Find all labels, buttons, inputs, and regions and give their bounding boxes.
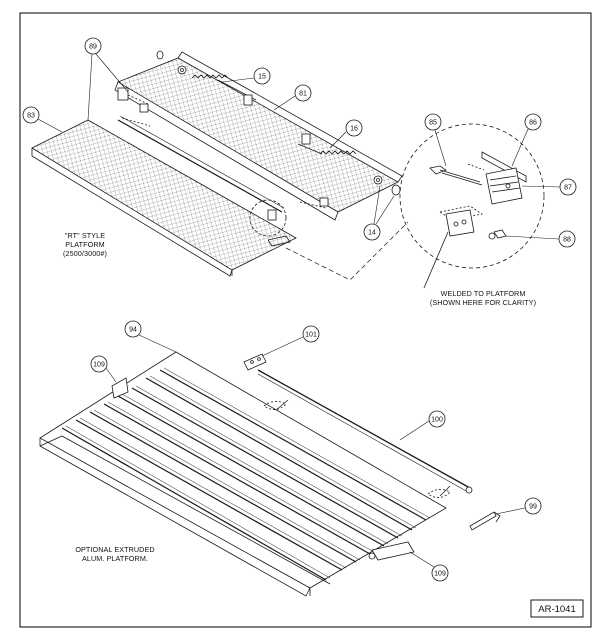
extruded-platform-94 — [39, 351, 447, 589]
pin-99 — [469, 511, 497, 531]
svg-text:15: 15 — [258, 74, 266, 81]
torsion-spring-15 — [191, 74, 229, 79]
callout-88: 88 — [505, 230, 576, 248]
note-welded: WELDED TO PLATFORM (SHOWN HERE FOR CLARI… — [430, 289, 536, 307]
callout-100: 100 — [399, 410, 446, 441]
svg-text:ALUM. PLATFORM.: ALUM. PLATFORM. — [82, 554, 148, 563]
note-rt-platform: "RT" STYLE PLATFORM (2500/3000#) — [63, 231, 107, 258]
callout-99: 99 — [495, 497, 542, 515]
sheet-border — [19, 12, 592, 628]
callout-109-lower: 109 — [409, 551, 449, 582]
svg-text:87: 87 — [564, 185, 572, 192]
callout-101: 101 — [261, 325, 320, 357]
svg-text:109: 109 — [93, 362, 105, 369]
svg-text:14: 14 — [368, 230, 376, 237]
callout-85: 85 — [424, 113, 447, 167]
rt-platform-assembly — [31, 50, 403, 277]
svg-text:89: 89 — [89, 44, 97, 51]
detail-circle-small — [249, 199, 287, 237]
callout-16: 16 — [329, 119, 363, 149]
torsion-spring-16 — [319, 150, 357, 155]
detail-leader — [285, 221, 409, 281]
note-optional-platform: OPTIONAL EXTRUDED ALUM. PLATFORM. — [75, 545, 154, 563]
extruded-platform-assembly — [39, 351, 501, 597]
callout-81: 81 — [273, 84, 312, 111]
svg-text:OPTIONAL EXTRUDED: OPTIONAL EXTRUDED — [75, 545, 154, 554]
callout-15: 15 — [221, 67, 271, 85]
callout-87: 87 — [521, 178, 577, 196]
svg-text:"RT" STYLE: "RT" STYLE — [65, 231, 105, 240]
callout-109-upper: 109 — [90, 355, 117, 383]
callout-14: 14 — [363, 185, 395, 241]
svg-text:94: 94 — [129, 327, 137, 334]
extrusion-planks — [61, 369, 427, 581]
svg-text:83: 83 — [27, 113, 35, 120]
plate-101 — [243, 353, 267, 371]
svg-text:AR-1041: AR-1041 — [538, 604, 576, 615]
svg-text:100: 100 — [431, 417, 443, 424]
svg-text:85: 85 — [429, 120, 437, 127]
svg-text:86: 86 — [529, 120, 537, 127]
hinge-detail — [399, 123, 545, 289]
svg-text:(SHOWN HERE FOR CLARITY): (SHOWN HERE FOR CLARITY) — [430, 298, 536, 307]
detail-circle-large — [399, 123, 545, 269]
svg-text:99: 99 — [529, 504, 537, 511]
svg-text:101: 101 — [305, 332, 317, 339]
svg-text:88: 88 — [563, 237, 571, 244]
callout-83: 83 — [22, 106, 63, 133]
svg-text:16: 16 — [350, 126, 358, 133]
callout-94: 94 — [124, 320, 177, 353]
drawing-number-box: AR-1041 — [530, 599, 584, 618]
platform-plate-83 — [31, 119, 297, 271]
hinge-bracket-109 — [371, 541, 415, 561]
svg-text:PLATFORM: PLATFORM — [65, 240, 104, 249]
hinge-rod-100 — [257, 369, 471, 489]
callout-86: 86 — [511, 113, 542, 167]
svg-text:109: 109 — [434, 571, 446, 578]
callout-89: 89 — [84, 37, 129, 121]
svg-text:(2500/3000#): (2500/3000#) — [63, 249, 107, 258]
svg-text:WELDED TO PLATFORM: WELDED TO PLATFORM — [441, 289, 526, 298]
svg-text:81: 81 — [299, 91, 307, 98]
